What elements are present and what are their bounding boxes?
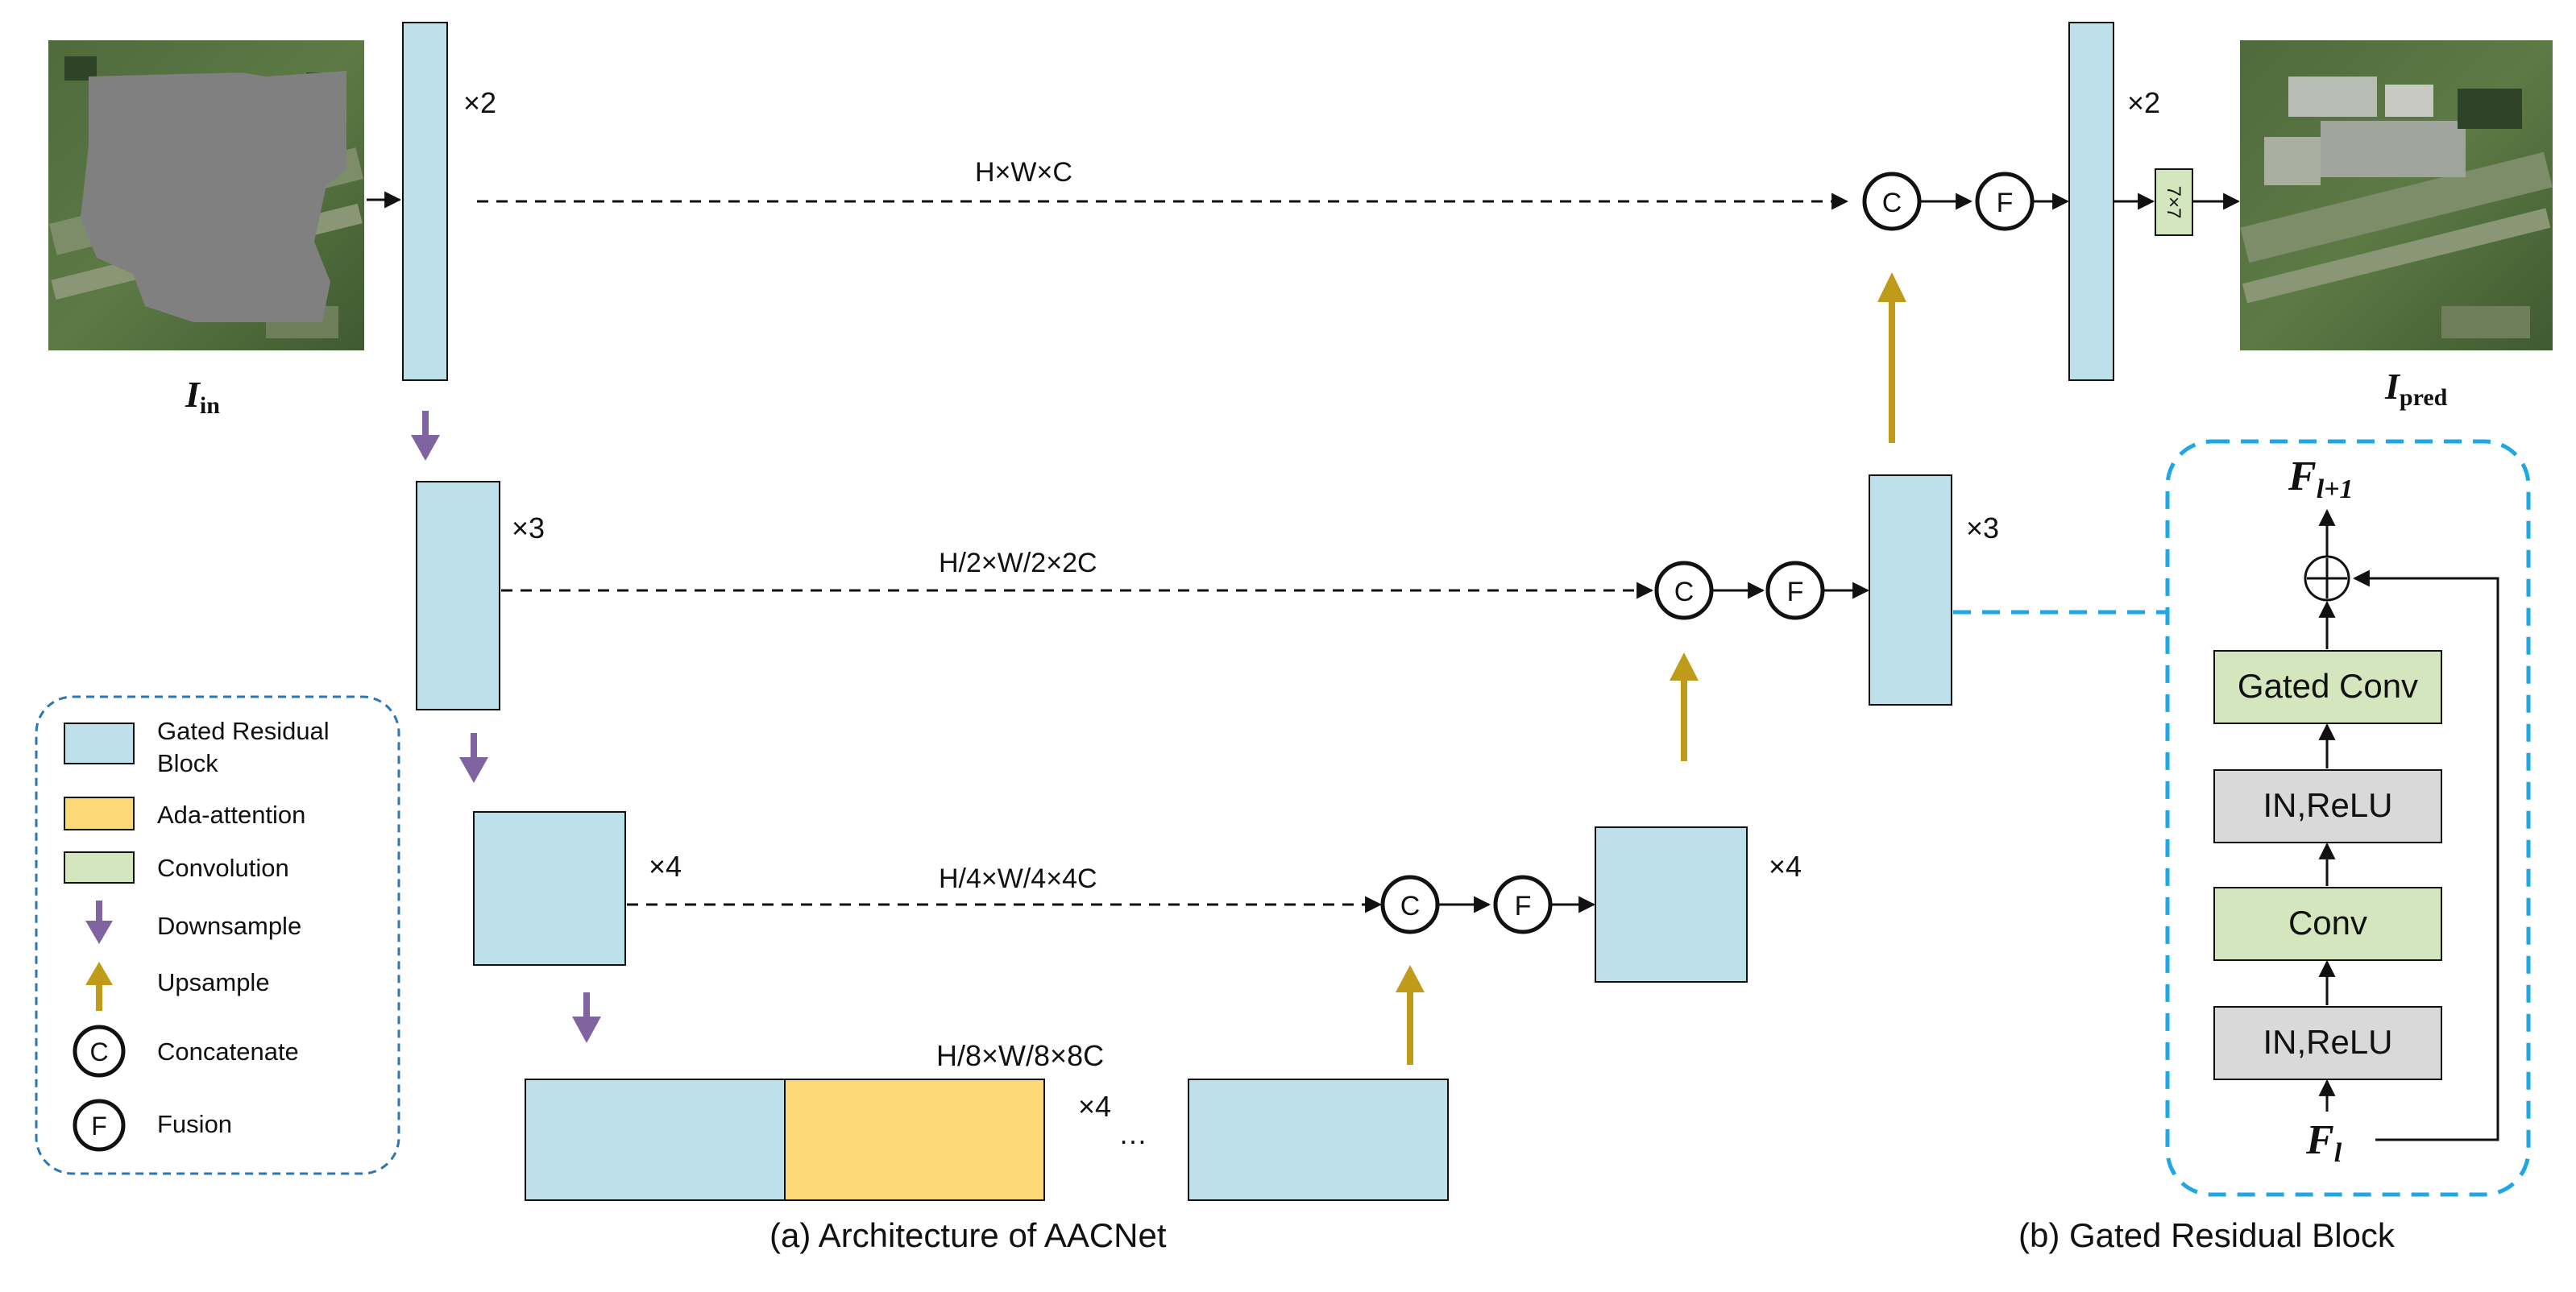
fusion-label-2: F bbox=[1787, 577, 1804, 607]
legend-concat: Concatenate bbox=[157, 1037, 299, 1066]
input-label: Iin bbox=[185, 374, 220, 419]
grb-in-relu-bottom-label: IN,ReLU bbox=[2263, 1023, 2392, 1061]
bottleneck-ada-attention bbox=[784, 1079, 1045, 1201]
legend-frame bbox=[35, 695, 400, 1175]
fusion-label-1: F bbox=[1997, 188, 2014, 218]
legend-up: Upsample bbox=[157, 968, 270, 996]
legend-fusion-icon bbox=[73, 1099, 126, 1152]
caption-a: (a) Architecture of AACNet bbox=[769, 1216, 1167, 1254]
grb-conv-label: Conv bbox=[2288, 904, 2367, 942]
grb-input-label: Fl bbox=[2305, 1117, 2342, 1168]
fusion-label-3: F bbox=[1515, 891, 1532, 921]
conv-7x7-label: 7×7 bbox=[2163, 186, 2184, 219]
encoder-block-3 bbox=[473, 811, 626, 966]
legend-fusion: Fusion bbox=[157, 1110, 232, 1138]
grb-in-relu-bottom bbox=[2213, 1006, 2442, 1080]
bottleneck-output-block bbox=[1188, 1079, 1449, 1201]
concat-label-2: C bbox=[1674, 577, 1695, 607]
legend-swatch-ada bbox=[64, 797, 135, 830]
bottleneck-rep: ×4 bbox=[1078, 1090, 1111, 1123]
concat-label-1: C bbox=[1882, 188, 1902, 218]
grb-gated-conv bbox=[2213, 650, 2442, 724]
upsample-arrow-3 bbox=[1877, 272, 1906, 443]
encoder-block-2 bbox=[416, 481, 500, 710]
legend-ada: Ada-attention bbox=[157, 801, 305, 829]
encoder-rep-2: ×3 bbox=[512, 511, 545, 545]
legend-swatch-gated bbox=[64, 723, 135, 764]
legend-gated-line2: Block bbox=[157, 749, 218, 777]
upsample-arrow-1 bbox=[1396, 965, 1425, 1065]
upsample-arrow-2 bbox=[1670, 652, 1699, 761]
skip-label-4: H/8×W/8×8C bbox=[936, 1039, 1104, 1072]
output-image bbox=[2240, 40, 2553, 350]
input-image bbox=[48, 40, 364, 350]
legend: Gated Residual Block Ada-attention Convo… bbox=[35, 695, 400, 1175]
bottleneck-ellipsis: … bbox=[1118, 1117, 1147, 1150]
skip-label-3: H/4×W/4×4C bbox=[939, 863, 1097, 894]
encoder-rep-1: ×2 bbox=[463, 86, 496, 119]
output-label: Ipred bbox=[2384, 366, 2448, 411]
decoder-block-1 bbox=[2068, 22, 2114, 381]
grb-in-relu-top-label: IN,ReLU bbox=[2263, 786, 2392, 824]
decoder-rep-1: ×2 bbox=[2127, 86, 2160, 119]
decoder-rep-2: ×3 bbox=[1966, 511, 1999, 545]
grb-output-label: Fl+1 bbox=[2288, 453, 2354, 504]
grb-gated-conv-label: Gated Conv bbox=[2238, 667, 2418, 705]
legend-concat-symbol: C bbox=[89, 1037, 108, 1066]
grb-conv bbox=[2213, 887, 2442, 961]
legend-concat-icon bbox=[73, 1025, 126, 1078]
encoder-rep-3: ×4 bbox=[649, 850, 682, 883]
legend-conv: Convolution bbox=[157, 854, 289, 882]
legend-down: Downsample bbox=[157, 912, 301, 940]
legend-upsample-arrow-icon bbox=[85, 962, 113, 1011]
downsample-arrow-1 bbox=[411, 411, 440, 461]
grb-residual-path bbox=[2352, 569, 2499, 1141]
encoder-block-1 bbox=[402, 22, 448, 381]
legend-downsample-arrow-icon bbox=[85, 901, 113, 944]
bottleneck-gated-block bbox=[525, 1079, 786, 1201]
skip-label-1: H×W×C bbox=[975, 157, 1072, 188]
caption-b: (b) Gated Residual Block bbox=[2018, 1216, 2396, 1254]
skip-label-2: H/2×W/2×2C bbox=[939, 548, 1097, 578]
mask-region bbox=[81, 71, 346, 322]
concat-label-3: C bbox=[1400, 891, 1421, 921]
grb-frame bbox=[2165, 439, 2531, 1197]
decoder-rep-3: ×4 bbox=[1769, 850, 1802, 883]
decoder-block-2 bbox=[1869, 474, 1952, 706]
conv-7x7-block bbox=[2155, 168, 2193, 236]
legend-fusion-symbol: F bbox=[91, 1112, 107, 1141]
grb-in-relu-top bbox=[2213, 769, 2442, 843]
legend-gated-line1: Gated Residual bbox=[157, 717, 330, 745]
legend-swatch-conv bbox=[64, 851, 135, 884]
downsample-arrow-2 bbox=[459, 733, 488, 783]
downsample-arrow-3 bbox=[572, 992, 601, 1043]
decoder-block-3 bbox=[1595, 826, 1748, 983]
